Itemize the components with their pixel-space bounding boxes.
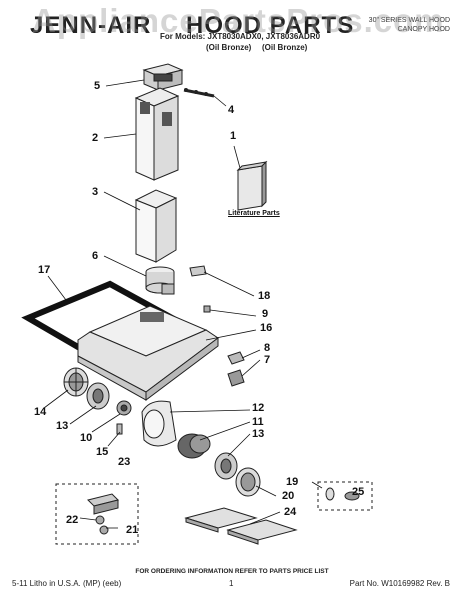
callout-3: 3 [92, 186, 99, 198]
part-14-blower-guard [63, 367, 89, 397]
part-10-motor-clamp [116, 400, 132, 416]
part-4-bracket [183, 88, 215, 98]
page-number: 1 [229, 579, 234, 588]
part-15-screw [116, 423, 123, 435]
callout-8: 8 [264, 342, 271, 354]
part-5-duct-cover [142, 63, 184, 91]
part-6-damper-collar [145, 266, 175, 295]
ordering-info: FOR ORDERING INFORMATION REFER TO PARTS … [135, 568, 329, 575]
watermark: AppliancePartsPros.com [32, 2, 445, 39]
part-12-blower-housing [141, 400, 177, 447]
part-8-switch [227, 351, 245, 365]
callout-24: 24 [284, 506, 297, 518]
part-7-light-housing [227, 369, 245, 387]
finish-label-2: (Oil Bronze) [262, 43, 308, 52]
callout-12: 12 [252, 402, 265, 414]
part-16-canopy [77, 305, 219, 401]
models-line: For Models: JXT8030ADX0, JXT8036ADR0 [160, 32, 321, 41]
callout-5: 5 [94, 80, 101, 92]
part-number: Part No. W10169982 Rev. B [349, 579, 450, 588]
brand-logo: JENN-AIR [30, 12, 152, 39]
callout-13-left: 13 [56, 420, 69, 432]
part-18-bracket [189, 265, 207, 277]
part-20-blower-guard [235, 467, 261, 497]
callout-2: 2 [92, 132, 99, 144]
litho-note: 5-11 Litho in U.S.A. (MP) (eeb) [12, 579, 122, 588]
callout-22: 22 [66, 514, 79, 526]
part-3-lower-chimney [134, 189, 178, 263]
callout-25: 25 [352, 486, 365, 498]
callout-13-right: 13 [252, 428, 265, 440]
callout-23: 23 [118, 456, 131, 468]
callout-1: 1 [230, 130, 237, 142]
part-9-clip [203, 305, 211, 313]
callout-11: 11 [252, 416, 264, 428]
callout-18: 18 [258, 290, 271, 302]
header-series-note: 30" SERIES WALL HOOD CANOPY HOOD [362, 16, 450, 34]
callout-15: 15 [96, 446, 109, 458]
callout-21: 21 [126, 524, 139, 536]
part-13-grille-left [86, 382, 110, 410]
callout-6: 6 [92, 250, 99, 262]
finish-label-1: (Oil Bronze) [206, 43, 252, 52]
literature-parts-label: Literature Parts [228, 210, 280, 217]
callout-19: 19 [286, 476, 299, 488]
page-title: HOOD PARTS [186, 12, 355, 39]
canopy-line: CANOPY HOOD [397, 26, 450, 33]
callout-14: 14 [34, 406, 47, 418]
part-19-bulb-group [317, 481, 373, 511]
callout-4: 4 [228, 104, 235, 116]
series-line: 30" SERIES WALL HOOD [368, 17, 450, 24]
part-13-grille-right [214, 452, 238, 480]
callout-20: 20 [282, 490, 295, 502]
part-24-filters [184, 507, 298, 545]
callout-10: 10 [80, 432, 93, 444]
part-1-literature [236, 160, 268, 211]
callout-9: 9 [262, 308, 269, 320]
leader-lines [43, 79, 323, 529]
part-11-blower-wheel [177, 433, 211, 459]
callout-7: 7 [264, 354, 271, 366]
part-23-light-kit-group [55, 483, 139, 545]
callout-16: 16 [260, 322, 273, 334]
callout-17: 17 [38, 264, 51, 276]
part-2-upper-chimney [134, 87, 180, 181]
